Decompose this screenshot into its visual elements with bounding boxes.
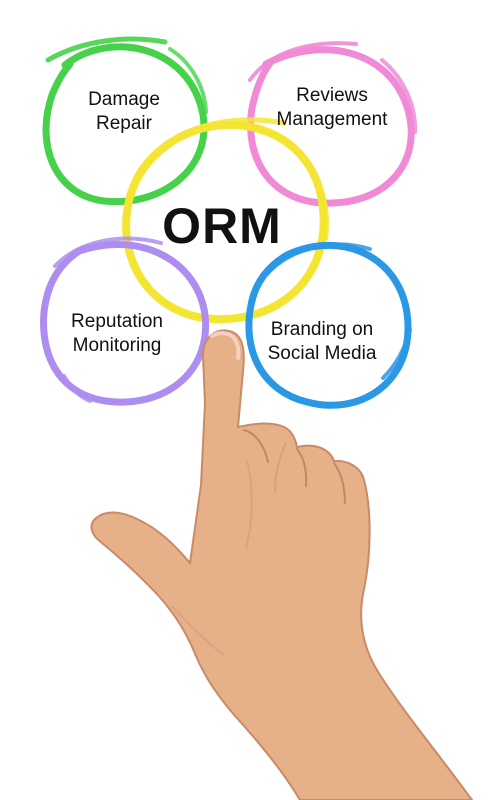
reputation-monitoring-line-2: Monitoring (72, 334, 162, 356)
branding-on-social-media-line-1: Branding on (270, 319, 374, 340)
reviews-management-line-2: Management (276, 108, 388, 130)
damage-repair-line-1: Damage (88, 89, 160, 110)
reputation-monitoring-circle (40, 236, 210, 406)
orm-circle (122, 117, 330, 324)
reviews-management-label: Reviews Management (266, 84, 398, 132)
branding-on-social-media-line-2: Social Media (267, 342, 377, 364)
branding-on-social-media-circle (245, 242, 412, 409)
pointing-hand-photo (90, 329, 474, 800)
reputation-monitoring-line-1: Reputation (71, 311, 163, 332)
damage-repair-circle (42, 36, 208, 206)
reputation-monitoring-label: Reputation Monitoring (58, 310, 176, 358)
orm-label: ORM (162, 198, 282, 254)
reviews-management-line-1: Reviews (296, 85, 368, 106)
branding-on-social-media-label: Branding on Social Media (258, 318, 386, 366)
reviews-management-circle (247, 41, 418, 207)
damage-repair-label: Damage Repair (74, 88, 174, 136)
damage-repair-line-2: Repair (96, 112, 152, 134)
